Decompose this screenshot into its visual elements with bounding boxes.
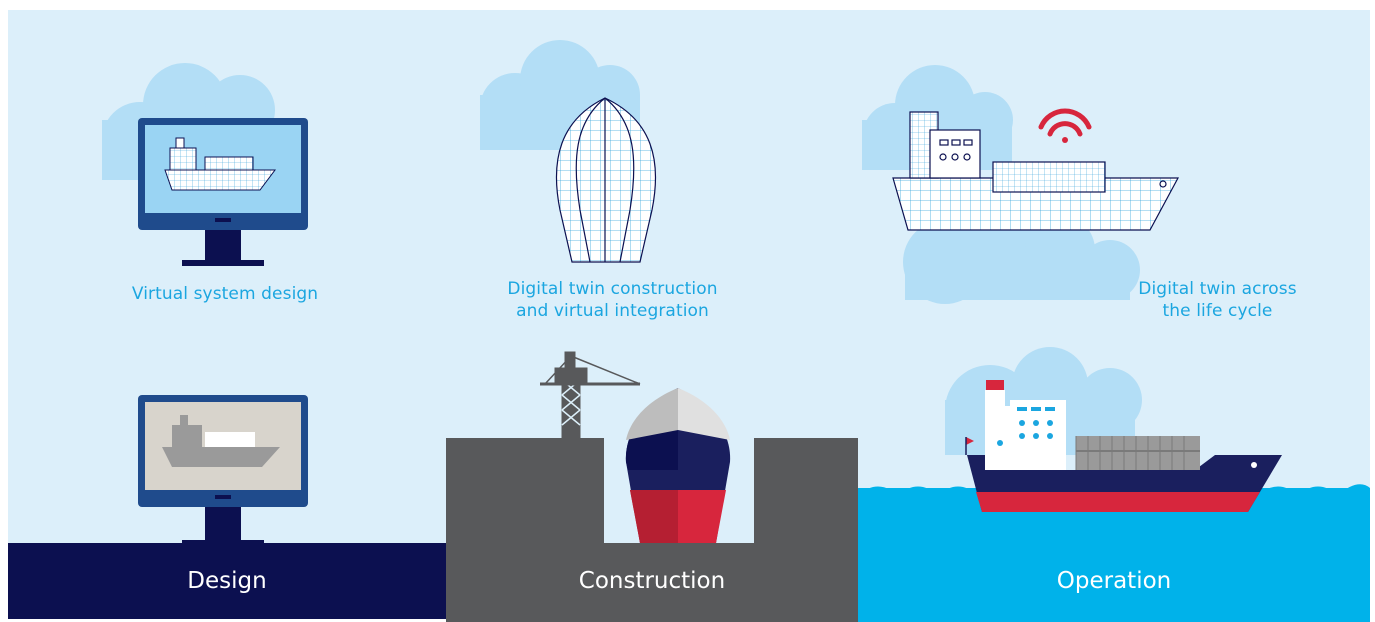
phase-design: Design [187,568,267,594]
digital-twin-lifecycle-line1: Digital twin across [1138,279,1297,299]
design-band [8,543,446,619]
wireframe-bow-ship-icon [555,97,657,263]
digital-twin-lifecycle-label: Digital twin across the life cycle [1105,278,1330,322]
digital-twin-construction-line2: and virtual integration [516,301,709,321]
digital-twin-construction-line1: Digital twin construction [507,279,718,299]
phase-operation: Operation [1056,568,1172,594]
design-gray-ship-icon [162,415,280,467]
design-wireframe-ship-icon [164,137,276,191]
wifi-icon [1038,108,1092,143]
digital-twin-lifecycle-line2: the life cycle [1162,301,1273,321]
digital-twin-construction-label: Digital twin construction and virtual in… [470,278,755,322]
virtual-system-design-label: Virtual system design [131,284,319,304]
phase-construction: Construction [578,568,726,594]
crane-icon [540,351,641,439]
container-ship-icon [965,380,1282,512]
operation-wireframe-ship-icon [892,111,1180,231]
construction-band [446,543,858,619]
operation-band [858,543,1370,619]
bow-ship-icon [625,388,731,543]
